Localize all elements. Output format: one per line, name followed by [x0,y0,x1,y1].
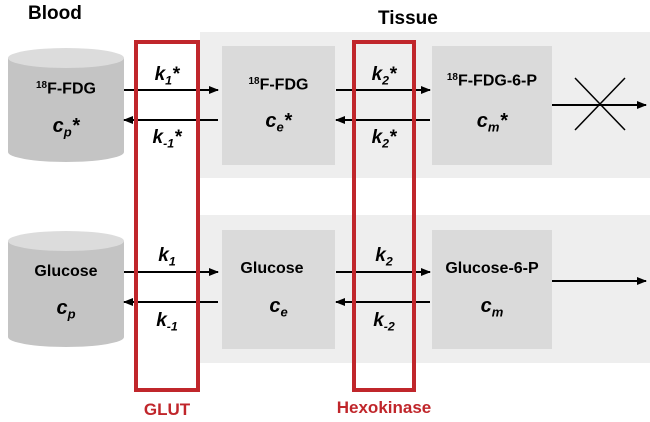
glucose-blood-name: Glucose [34,263,98,280]
glc-k-2-label: k-2 [373,310,395,334]
fdg-blood-conc: cp* [52,115,80,140]
block-cross-2 [574,77,626,131]
glucose-tissue-phos-name: Glucose-6-P [445,260,539,277]
fdg-k2-label: k2* [371,64,397,88]
hexokinase-frame [352,40,416,392]
fdg-tissue-free-box [222,46,335,165]
glc-k2-label: k2 [375,245,393,269]
fdg-blood-cylinder [8,48,124,162]
fdg-tissue-phos-box [432,46,552,165]
tissue-header: Tissue [378,8,438,29]
glucose-tissue-phos-conc: cm [480,295,504,320]
glut-label: GLUT [143,400,191,419]
fdg-k1-label: k1* [154,64,180,88]
glucose-tissue-free-name: Glucose [240,260,304,277]
fdg-tissue-phos-conc: cm* [476,110,508,135]
glucose-blood-conc: cp [56,297,76,322]
fdg-k-1-label: k-1* [152,127,182,151]
glucose-tissue-phos-box [432,230,552,349]
glucose-blood-cylinder [8,231,124,347]
glc-k1-label: k1 [158,245,176,269]
blood-header: Blood [28,3,82,24]
glc-k-1-label: k-1 [156,310,178,334]
glucose-tissue-free-conc: ce [269,295,288,320]
fdg-tissue-phos-name: 18F-FDG-6-P [446,72,538,90]
glucose-tissue-free-box [222,230,335,349]
fdg-tissue-free-conc: ce* [265,110,292,135]
hexokinase-label: Hexokinase [336,398,432,417]
glut-frame [134,40,200,392]
fdg-k2-reverse-label: k2* [371,127,397,151]
fdg-tissue-free-name: 18F-FDG [248,76,309,94]
fdg-blood-name: 18F-FDG [36,80,96,98]
